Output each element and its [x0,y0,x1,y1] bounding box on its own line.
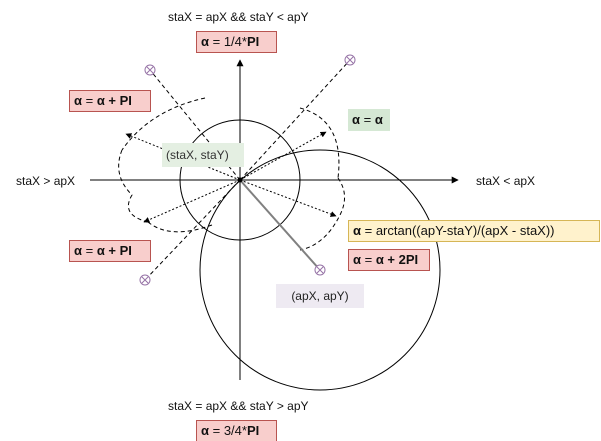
ray-lower-left [144,179,241,281]
formula-bottom-alpha: α [201,423,209,438]
station-dot [237,177,243,183]
arc-lower-left [147,221,213,233]
arrow-to-lower-right [239,179,337,217]
formula-upper-right-eq: = [360,112,375,127]
formula-bottom: α = 3/4*PI [196,420,277,441]
arrow-to-lower-left [143,179,241,223]
formula-upper-right-lhs: α [352,112,360,127]
formula-lower-right-rhs: α + 2PI [375,252,419,267]
marker-upper-right-icon [344,54,356,66]
formula-upper-left-eq: = [82,93,97,108]
formula-top-alpha: α [201,34,209,49]
ap-label-text: (apX, apY) [291,289,349,303]
arc-upper-right [299,107,340,179]
station-label-text: (staX, staY) [166,148,229,162]
formula-lower-right: α = α + 2PI [348,249,430,271]
formula-upper-left-lhs: α [74,93,82,108]
formula-lower-right-lhs: α [353,252,361,267]
left-axis-label: staX > apX [16,174,76,188]
arc-right-lower [299,177,345,251]
formula-upper-left-rhs: α + PI [96,93,132,108]
formula-lower-left-lhs: α [74,243,82,258]
formula-upper-right-rhs: α [374,112,383,127]
formula-lower-right-eq: = [361,252,376,267]
formula-top-eq: = 1/4* [209,34,247,49]
formula-lower-left-eq: = [82,243,97,258]
formula-arctan-lhs: α [353,223,361,238]
formula-bottom-pi: PI [246,423,260,438]
formula-bottom-eq: = 3/4* [209,423,247,438]
bottom-condition-label: staX = apX && staY > apY [168,399,309,413]
marker-lower-left-icon [139,274,151,286]
arc-left [118,149,149,223]
ap-label: (apX, apY) [276,284,364,308]
station-label: (staX, staY) [162,143,244,167]
sta-to-ap-line [239,179,321,271]
ray-upper-right [239,59,351,181]
large-circle [199,149,441,391]
formula-top-pi: PI [246,34,260,49]
formula-top: α = 1/4*PI [196,31,277,53]
formula-arctan-rest: = arctan((apY-staY)/(apX - staX)) [361,223,555,238]
top-condition-label: staX = apX && staY < apY [168,10,309,24]
formula-lower-left-rhs: α + PI [96,243,132,258]
formula-upper-right: α = α [348,109,390,131]
small-circle [179,119,301,241]
formula-lower-left: α = α + PI [69,240,151,262]
right-axis-label: staX < apX [476,174,536,188]
arc-upper-left [121,97,206,151]
marker-ap-icon [314,264,326,276]
formula-arctan: α = arctan((apY-staY)/(apX - staX)) [348,220,600,242]
marker-upper-left-icon [144,64,156,76]
arrow-to-upper-right [239,131,327,181]
formula-upper-left: α = α + PI [69,90,151,112]
